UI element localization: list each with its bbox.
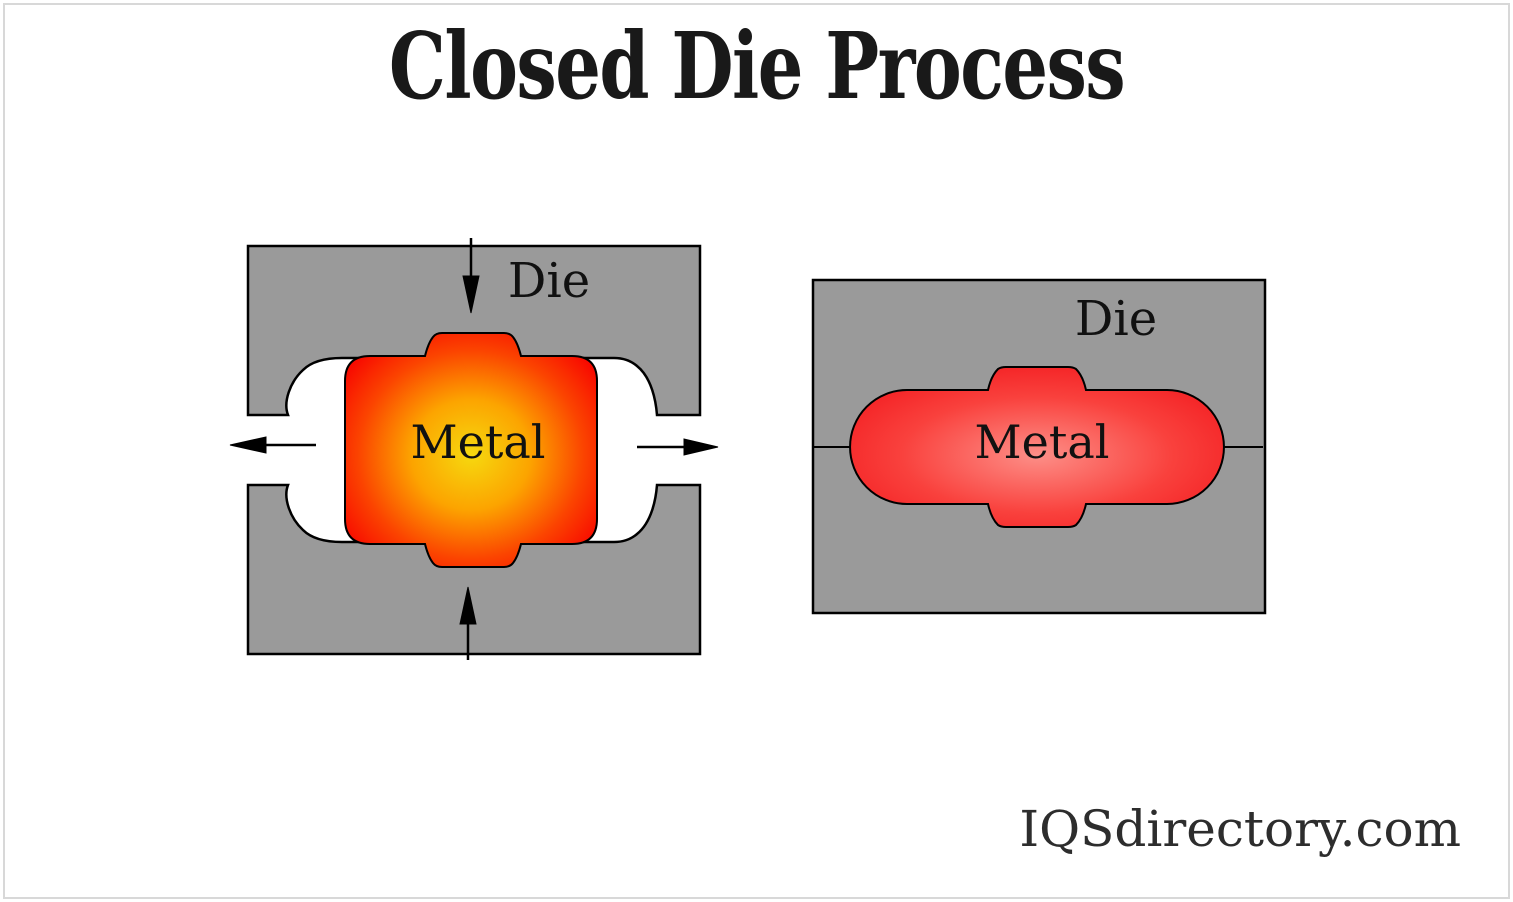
metal-label: Metal — [975, 415, 1110, 469]
left-figure: Die Metal — [229, 238, 719, 660]
right-figure: Die Metal — [811, 278, 1267, 615]
arrow-right-icon — [637, 438, 719, 456]
left-metal-shape — [344, 332, 598, 568]
page-title: Closed Die Process — [388, 12, 1126, 120]
arrow-up-icon — [459, 586, 477, 660]
die-label: Die — [1075, 291, 1157, 347]
arrow-down-icon — [462, 238, 480, 314]
right-metal-shape — [849, 366, 1225, 528]
watermark: IQSdirectory.com — [1019, 800, 1461, 858]
arrow-left-icon — [229, 436, 316, 454]
metal-label: Metal — [411, 415, 546, 469]
die-label: Die — [508, 253, 590, 309]
